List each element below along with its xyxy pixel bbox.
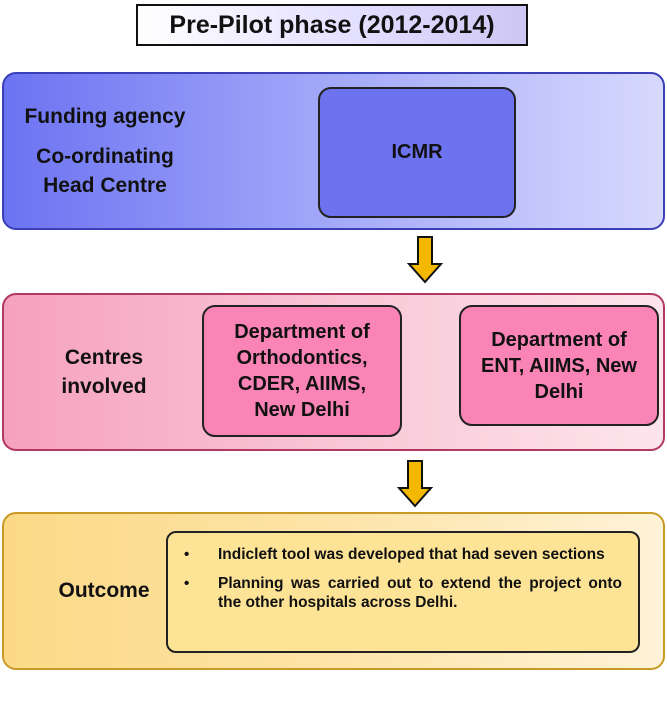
bullet-icon: • — [184, 575, 190, 592]
icmr-box: ICMR — [318, 87, 516, 218]
coordinating-label-line2: Head Centre — [43, 174, 167, 197]
outcome-panel: Outcome • Indicleft tool was developed t… — [2, 512, 665, 670]
centres-panel: Centres involved Department of Orthodont… — [2, 293, 665, 451]
centre-box-orthodontics: Department of Orthodontics, CDER, AIIMS,… — [202, 305, 402, 437]
centre-line: Delhi — [534, 380, 584, 403]
centres-label-line2: involved — [61, 375, 147, 398]
down-arrow-icon — [407, 236, 443, 284]
centres-involved-label: Centres involved — [24, 343, 184, 401]
coordinating-centre-label: Co-ordinating Head Centre — [16, 142, 194, 200]
centre-line: Orthodontics, — [236, 347, 368, 369]
centre-line: New Delhi — [254, 399, 350, 421]
centre-line: ENT, AIIMS, New — [481, 354, 637, 377]
centre-line: Department of — [234, 321, 370, 343]
funding-panel: Funding agency Co-ordinating Head Centre… — [2, 72, 665, 230]
centre-line: Department of — [491, 328, 627, 351]
funding-agency-label: Funding agency — [24, 105, 186, 128]
outcome-item: • Indicleft tool was developed that had … — [184, 545, 622, 564]
centre-box-ent: Department of ENT, AIIMS, New Delhi — [459, 305, 659, 426]
outcome-box: • Indicleft tool was developed that had … — [166, 531, 640, 653]
centre-line: CDER, AIIMS, — [237, 373, 367, 395]
coordinating-label-line1: Co-ordinating — [36, 145, 174, 168]
outcome-item-text: Indicleft tool was developed that had se… — [218, 546, 605, 563]
diagram-title: Pre-Pilot phase (2012-2014) — [136, 4, 528, 46]
down-arrow-icon — [397, 460, 433, 508]
outcome-item-text: Planning was carried out to extend the p… — [218, 575, 622, 611]
outcome-item: • Planning was carried out to extend the… — [184, 574, 622, 612]
centres-label-line1: Centres — [64, 346, 144, 369]
bullet-icon: • — [184, 546, 190, 563]
outcome-label: Outcome — [58, 579, 150, 602]
outcome-bullet-list: • Indicleft tool was developed that had … — [184, 545, 622, 612]
